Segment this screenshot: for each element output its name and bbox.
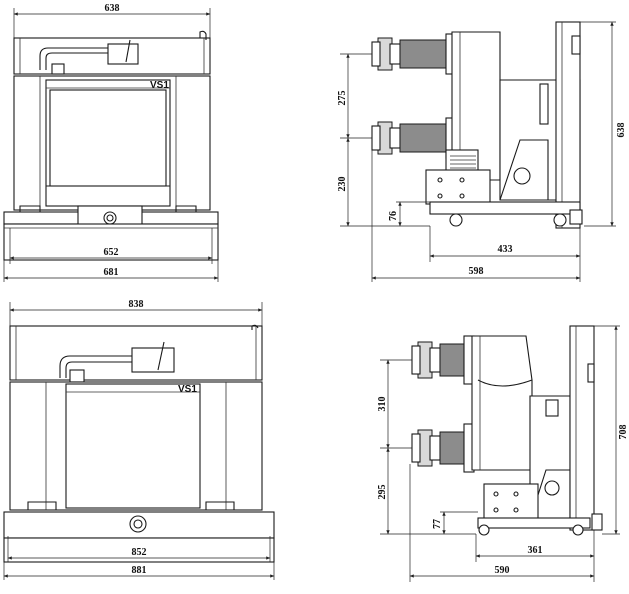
dim-depth-outer: 598 bbox=[469, 266, 484, 277]
front-view-large: 838 VS1 852 881 bbox=[3, 299, 275, 580]
brand-label-large: VS1 bbox=[178, 384, 197, 395]
dim-depth-inner: 433 bbox=[498, 244, 513, 255]
dim-depth-inner-large: 361 bbox=[528, 545, 543, 556]
side-view-small: 275 230 76 638 433 598 bbox=[337, 21, 627, 282]
dim-lower-height: 230 bbox=[337, 177, 348, 192]
dim-outer-width: 681 bbox=[104, 267, 119, 278]
dim-total-height: 638 bbox=[616, 123, 627, 138]
dim-depth-outer-large: 590 bbox=[495, 565, 510, 576]
dim-wheel-height: 76 bbox=[388, 211, 399, 221]
brand-label: VS1 bbox=[150, 80, 169, 91]
dim-top-width-large: 838 bbox=[129, 299, 144, 310]
dim-total-height-large: 708 bbox=[618, 425, 629, 440]
dim-inner-width-large: 852 bbox=[132, 547, 147, 558]
dim-lower-height-large: 295 bbox=[377, 485, 388, 500]
dim-inner-width: 652 bbox=[104, 247, 119, 258]
dim-top-width: 638 bbox=[105, 3, 120, 14]
side-view-large: 310 295 77 708 361 590 bbox=[377, 325, 629, 582]
front-view-small: 638 VS1 652 bbox=[3, 3, 219, 282]
dim-upper-pitch: 275 bbox=[337, 91, 348, 106]
dim-wheel-height-large: 77 bbox=[432, 519, 443, 529]
dim-upper-pitch-large: 310 bbox=[377, 397, 388, 412]
dim-outer-width-large: 881 bbox=[132, 565, 147, 576]
